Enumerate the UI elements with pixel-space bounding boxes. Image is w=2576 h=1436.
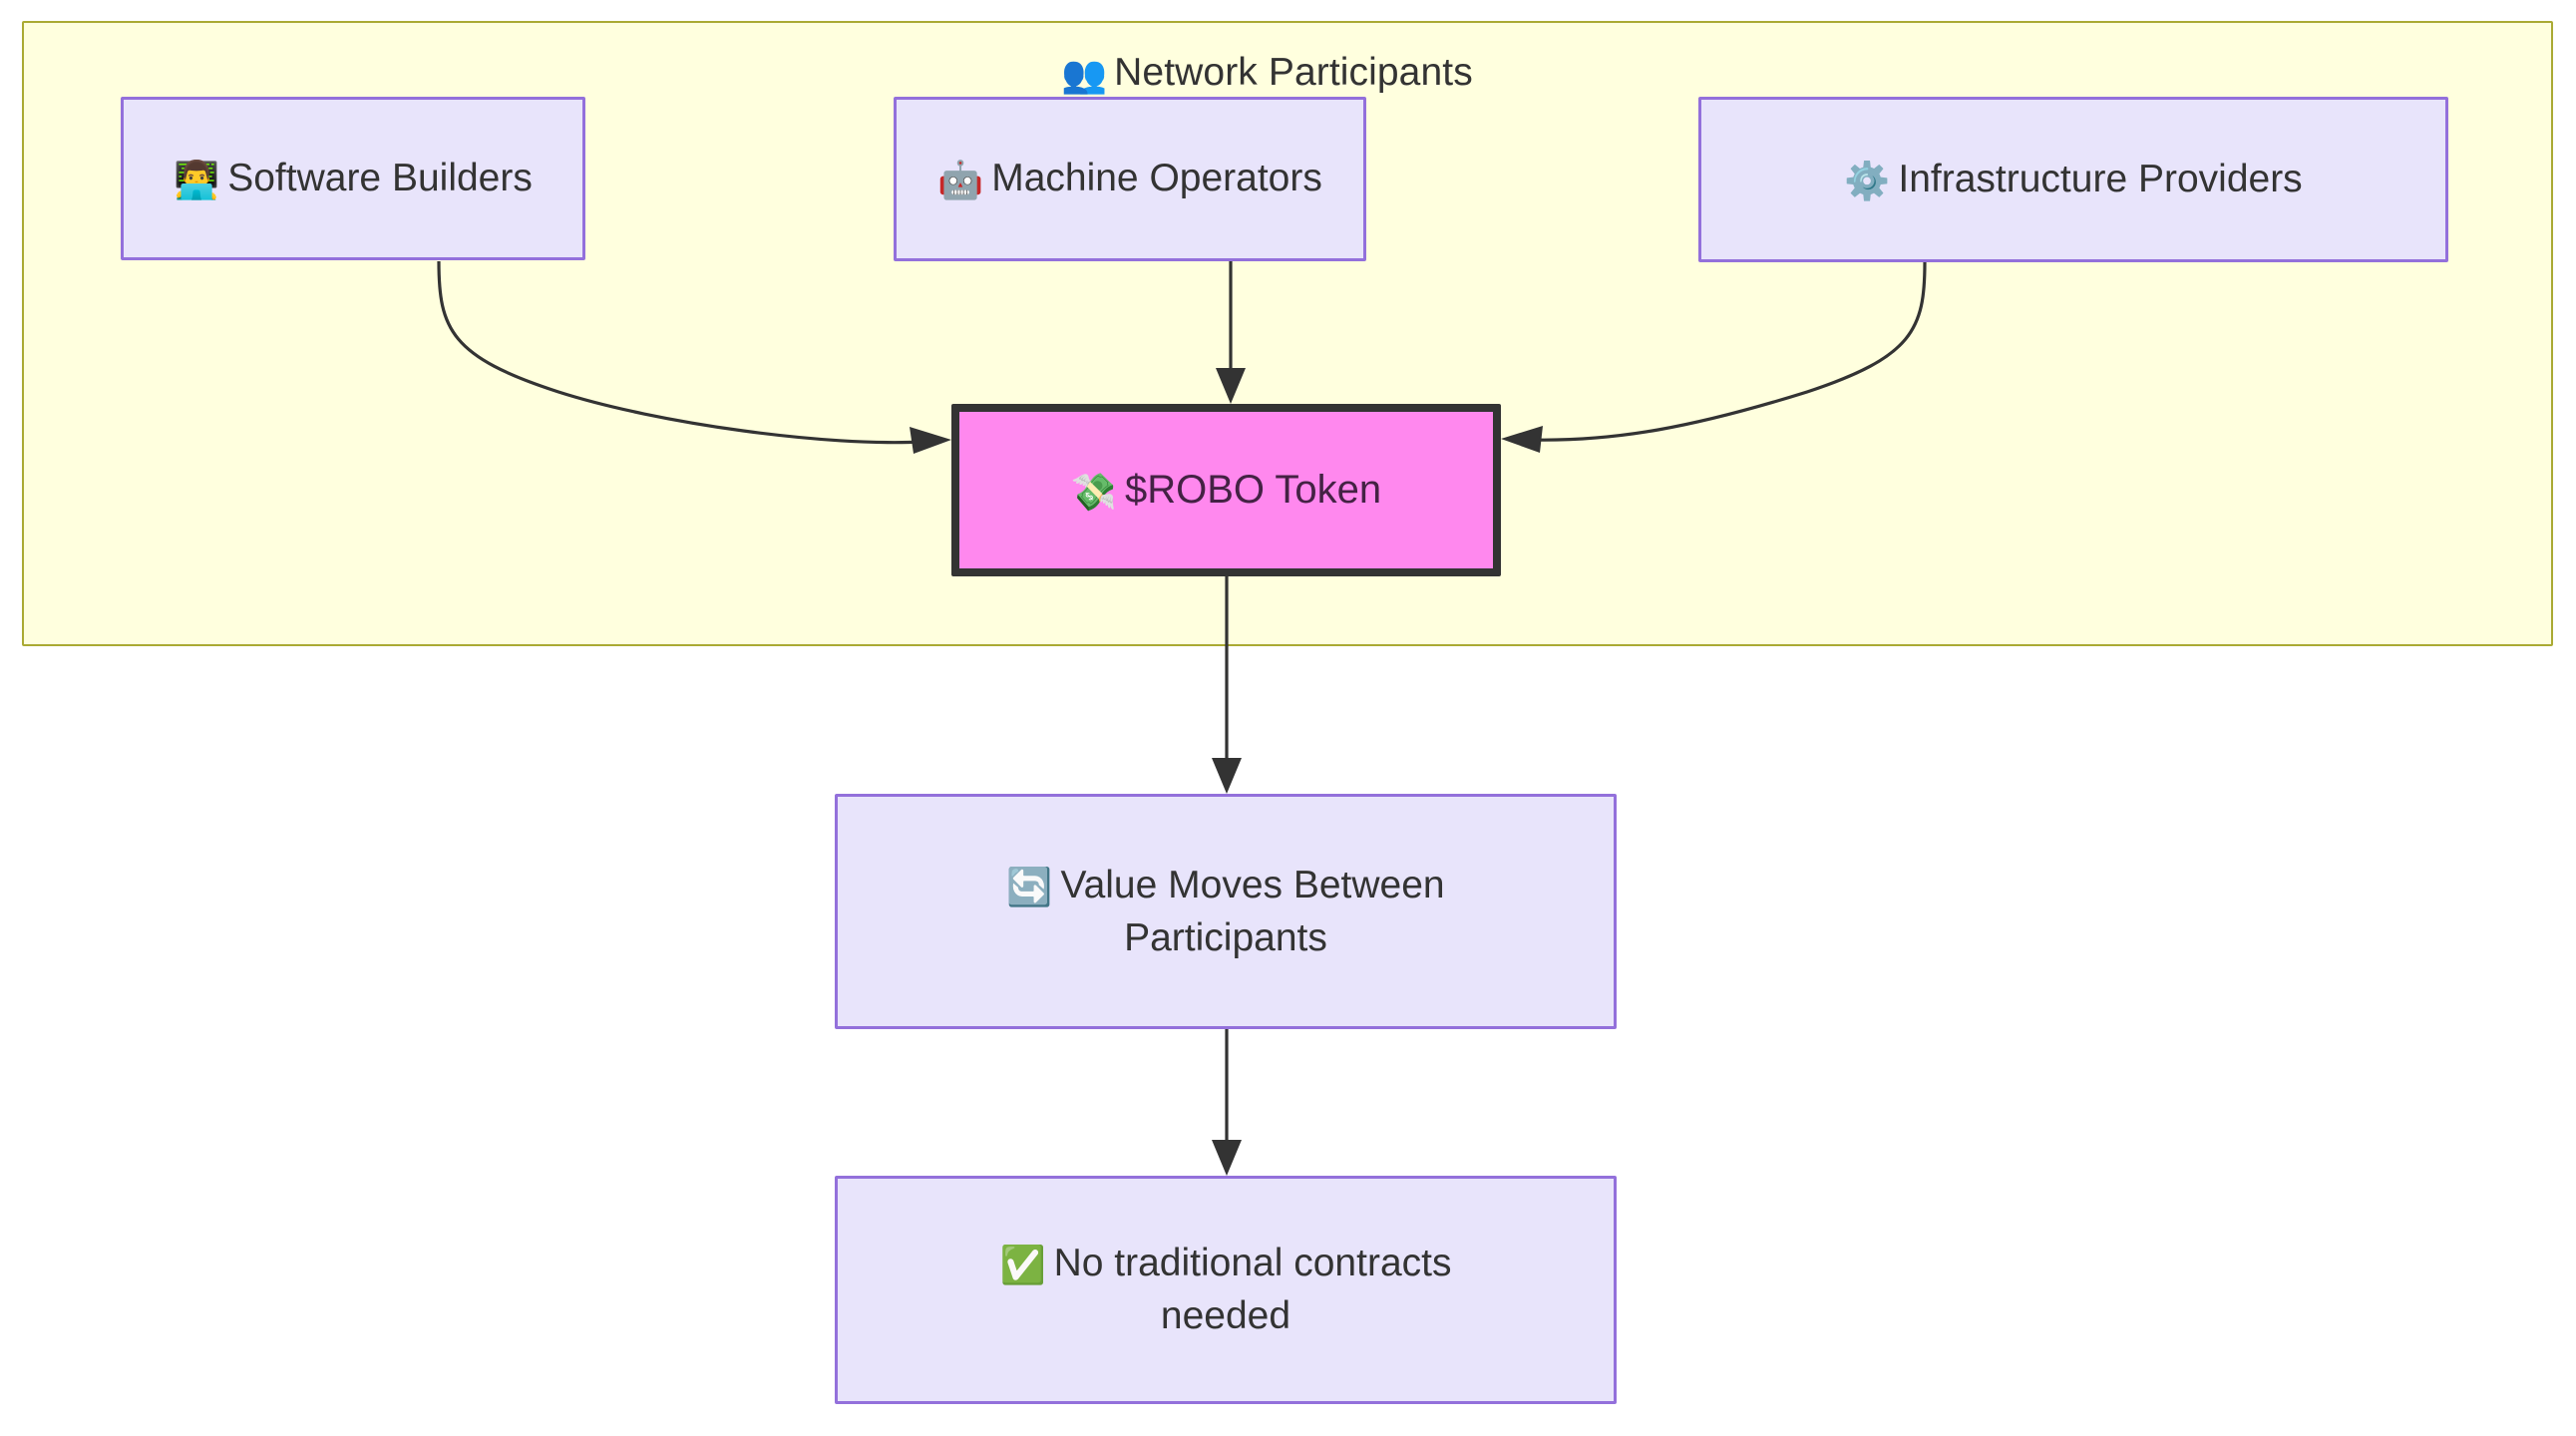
node-no-traditional-contracts-needed[interactable]: ✅No traditional contracts needed bbox=[835, 1176, 1617, 1404]
node-label: ⚙️Infrastructure Providers bbox=[1844, 154, 2302, 206]
money-with-wings-icon: 💸 bbox=[1070, 471, 1117, 513]
cluster-title-text: Network Participants bbox=[1114, 51, 1473, 94]
busts-in-silhouette-icon: 👥 bbox=[1061, 54, 1108, 95]
node-label-line-1: Value Moves Between bbox=[1060, 863, 1445, 906]
node-label: 💸$ROBO Token bbox=[1071, 464, 1381, 518]
robot-icon: 🤖 bbox=[937, 160, 984, 201]
node-label: ✅No traditional contracts needed bbox=[1000, 1238, 1452, 1341]
node-label-line-2: needed bbox=[1160, 1294, 1291, 1338]
edge-value-to-nocontracts bbox=[1212, 1029, 1242, 1176]
white-check-mark-icon: ✅ bbox=[999, 1245, 1046, 1286]
arrow-head bbox=[1212, 1140, 1242, 1176]
cluster-label: 👥Network Participants bbox=[1061, 51, 1473, 97]
node-machine-operators[interactable]: 🤖Machine Operators bbox=[894, 97, 1366, 261]
node-robo-token[interactable]: 💸$ROBO Token bbox=[951, 404, 1501, 576]
node-label-line-2: Participants bbox=[1124, 915, 1327, 959]
node-label-text: Machine Operators bbox=[991, 157, 1322, 200]
node-infrastructure-providers[interactable]: ⚙️Infrastructure Providers bbox=[1698, 97, 2448, 262]
node-software-builders[interactable]: 👨‍💻Software Builders bbox=[121, 97, 585, 260]
node-label-text: $ROBO Token bbox=[1124, 467, 1382, 512]
gear-icon: ⚙️ bbox=[1844, 160, 1891, 201]
node-label-text: Software Builders bbox=[227, 156, 533, 199]
man-technologist-icon: 👨‍💻 bbox=[174, 159, 220, 200]
node-label: 👨‍💻Software Builders bbox=[174, 153, 533, 205]
arrow-head bbox=[1212, 758, 1242, 794]
node-label-text: Infrastructure Providers bbox=[1898, 157, 2303, 200]
node-label: 🤖Machine Operators bbox=[937, 153, 1322, 205]
arrows-counterclockwise-icon: 🔄 bbox=[1006, 866, 1053, 907]
node-label-line-1: No traditional contracts bbox=[1053, 1242, 1452, 1285]
